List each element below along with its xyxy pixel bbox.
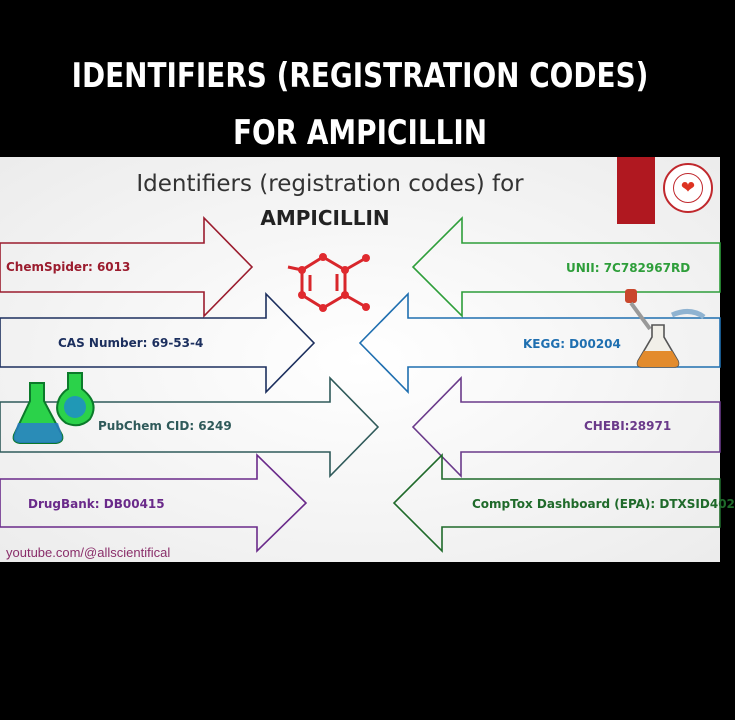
comptox-label: CompTox Dashboard (EPA): DTXSID402: [472, 497, 735, 511]
video-caption: Identifiers (Registration Codes) for Amp…: [71, 56, 649, 153]
drugbank-label: DrugBank: DB00415: [28, 497, 165, 511]
red-accent-bar: [617, 157, 655, 224]
lab-flasks-icon: [12, 372, 95, 444]
infographic-panel: Identifiers (registration codes) for AMP…: [0, 157, 735, 562]
arrow-comptox: [392, 453, 721, 553]
kegg-label: KEGG: D00204: [523, 337, 621, 351]
arrow-chebi: [411, 376, 721, 478]
pubchem-label: PubChem CID: 6249: [98, 419, 232, 433]
arrow-unii: [411, 216, 721, 318]
cas-number-label: CAS Number: 69-53-4: [58, 336, 204, 350]
arrow-pubchem: [0, 376, 380, 478]
heart-seal-logo: ❤: [663, 163, 713, 213]
panel-title: Identifiers (registration codes) for: [136, 171, 524, 197]
unii-label: UNII: 7C782967RD: [566, 261, 691, 275]
chemspider-label: ChemSpider: 6013: [6, 260, 131, 274]
dropper-flask-icon: [625, 289, 706, 368]
arrow-cas: [0, 292, 316, 394]
panel-subject: AMPICILLIN: [260, 206, 390, 230]
arrow-chemspider: [0, 216, 254, 318]
chebi-label: CHEBI:28971: [584, 419, 672, 433]
channel-url: youtube.com/@allscientifical: [6, 545, 171, 560]
arrow-drugbank: [0, 453, 308, 553]
arrows-graphic: [0, 157, 721, 562]
